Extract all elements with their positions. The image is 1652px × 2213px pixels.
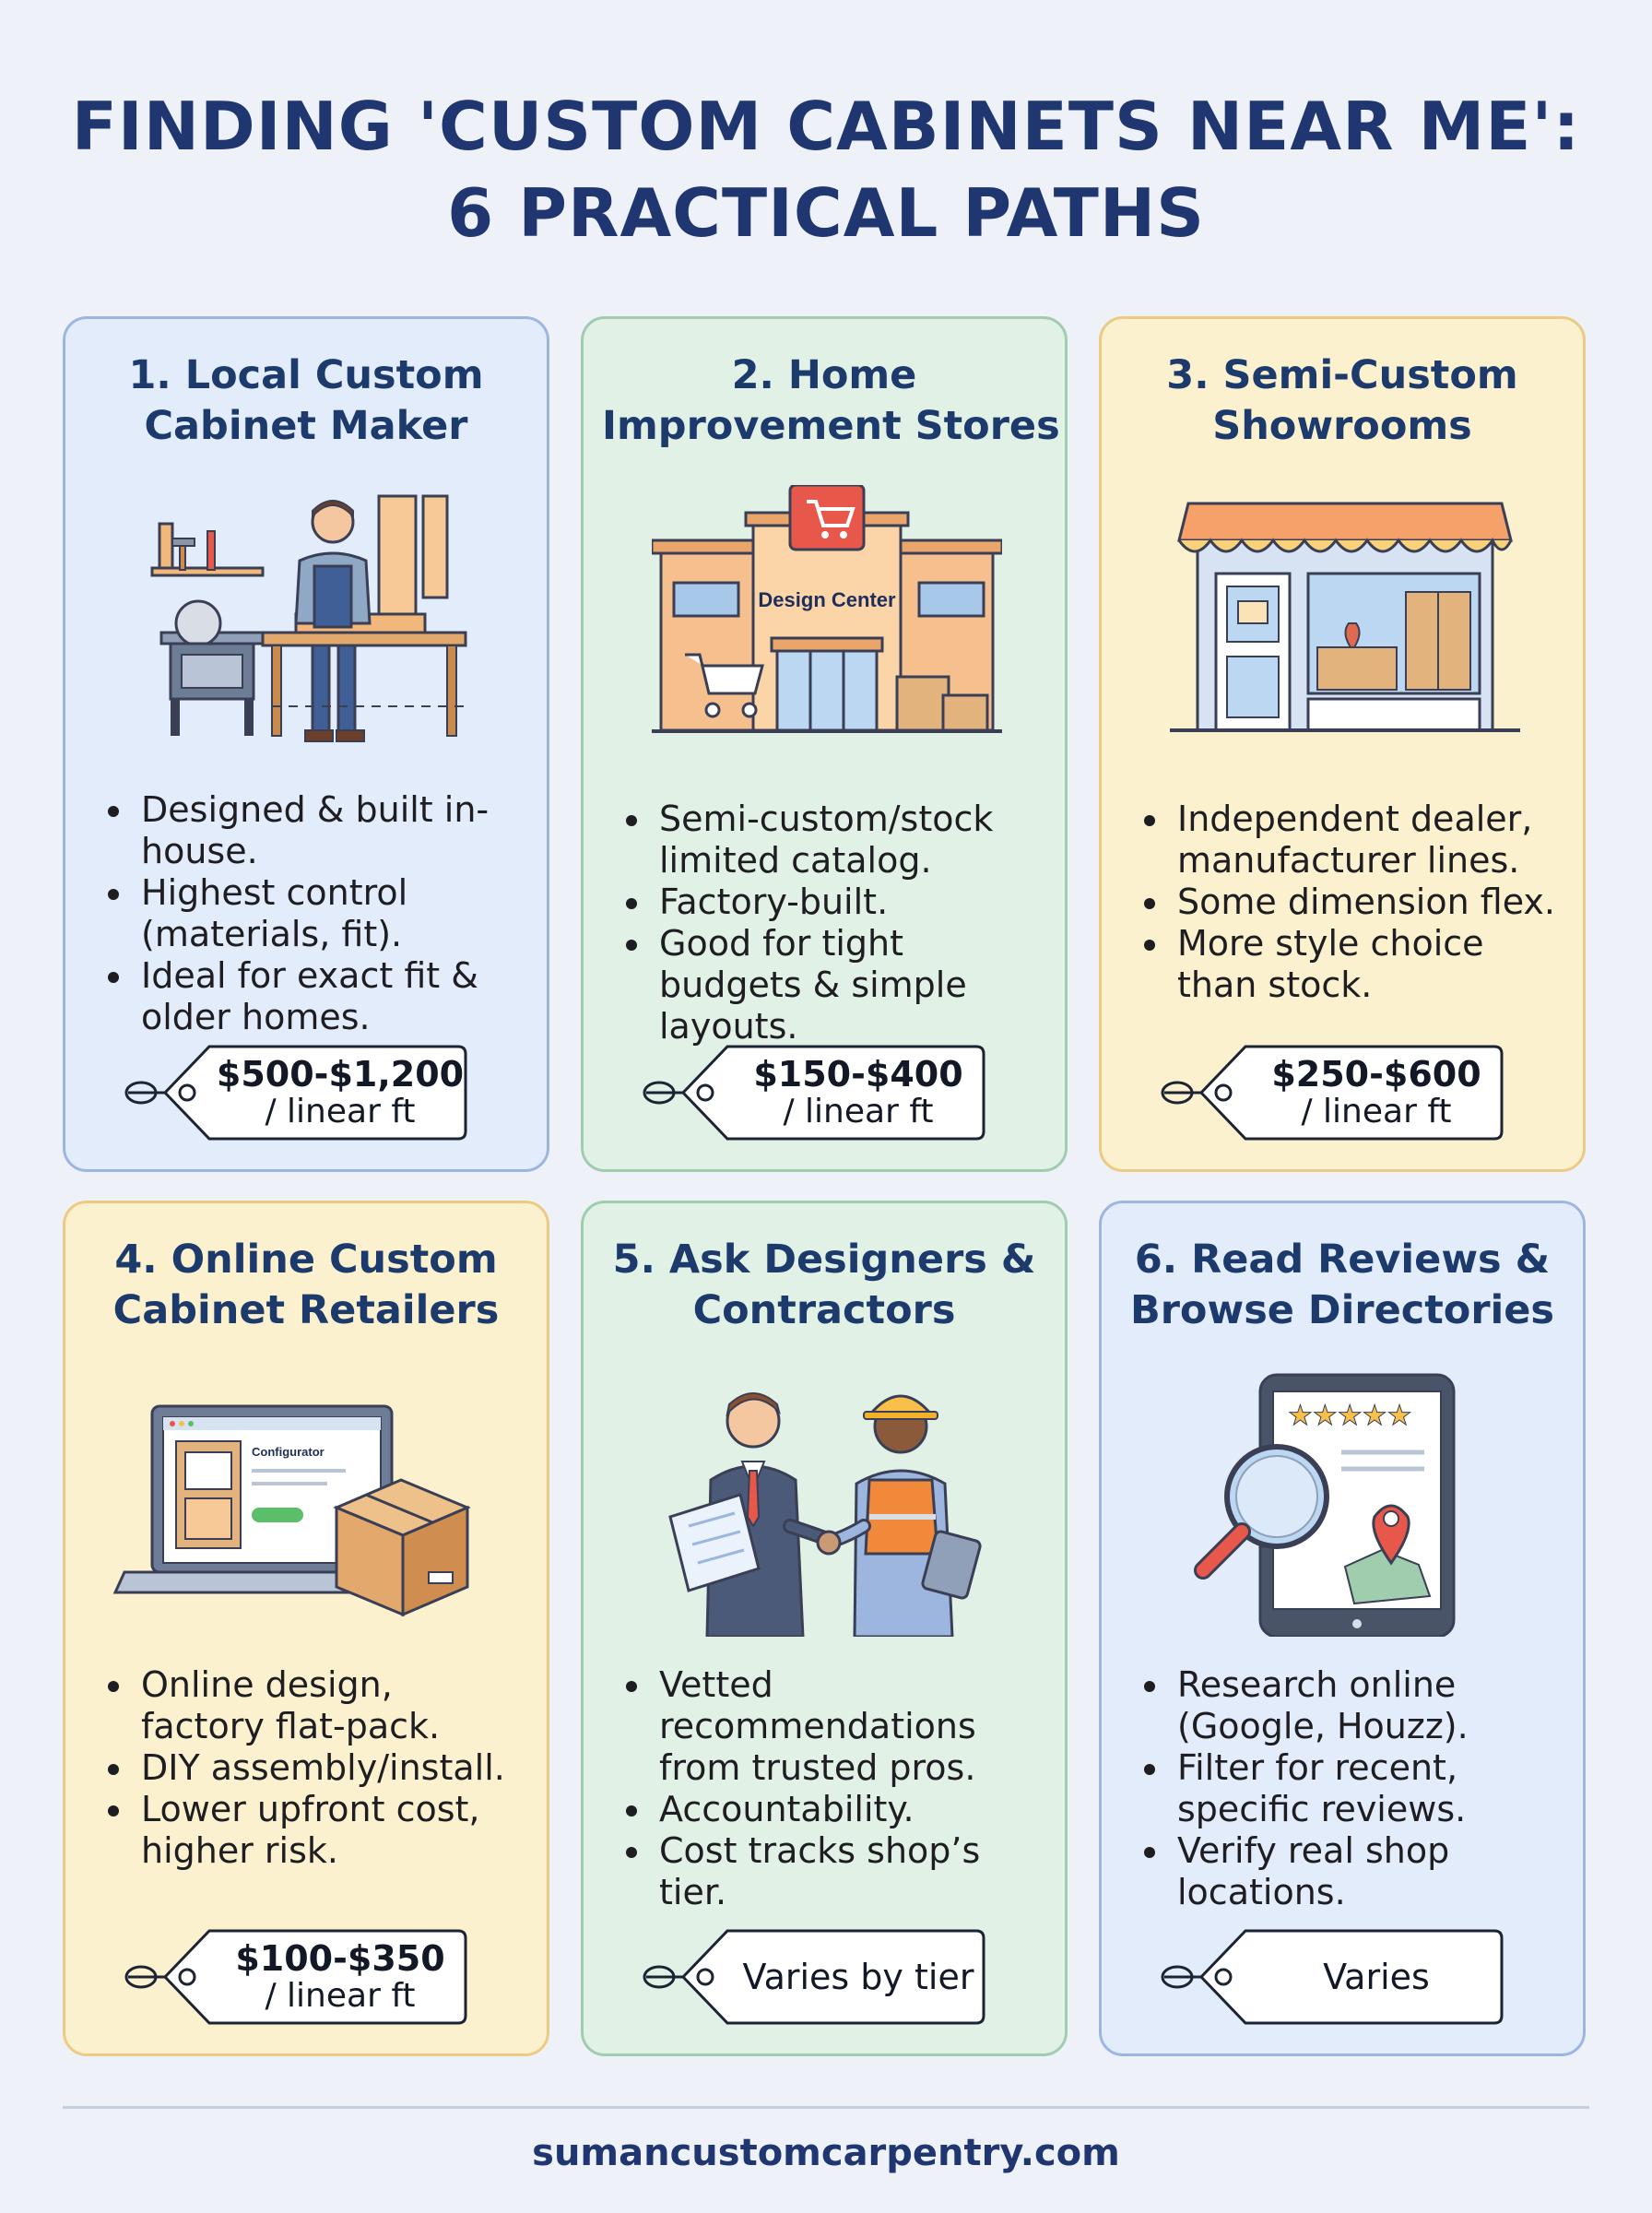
bullet-list: Online design, factory flat-pack. DIY as… xyxy=(104,1664,525,1872)
list-item: Filter for recent, specific reviews. xyxy=(1140,1747,1561,1830)
page-title: FINDING 'CUSTOM CABINETS NEAR ME': 6 PRA… xyxy=(71,88,1581,252)
list-item: Some dimension flex. xyxy=(1140,882,1561,923)
list-item: Lower upfront cost, higher risk. xyxy=(104,1789,525,1872)
price-value: $100-$350 xyxy=(235,1938,445,1979)
list-item: Research online (Google, Houzz). xyxy=(1140,1664,1561,1747)
tablet-reviews-icon: ★★★★★ xyxy=(1194,1373,1456,1637)
list-item: Vetted recommendations from trusted pros… xyxy=(622,1664,1043,1789)
bullet-list: Designed & built in-house. Highest contr… xyxy=(104,789,525,1038)
price-value: $150-$400 xyxy=(753,1054,963,1095)
bullet-list: Vetted recommendations from trusted pros… xyxy=(622,1664,1043,1913)
list-item: Designed & built in-house. xyxy=(104,789,525,872)
handshake-icon xyxy=(668,1392,982,1637)
bullet-list: Semi-custom/stock limited catalog. Facto… xyxy=(622,799,1043,1047)
configurator-label: Configurator xyxy=(252,1445,324,1459)
price-tag: $250-$600 / linear ft xyxy=(1157,1043,1507,1142)
card-reviews-directories: 6. Read Reviews & Browse Directories ★★★… xyxy=(1099,1201,1586,2056)
price-tag-icon xyxy=(124,1045,467,1141)
card-designers-contractors: 5. Ask Designers & Contractors Vetted re… xyxy=(581,1201,1068,2056)
price-unit: / linear ft xyxy=(265,1093,416,1130)
price-tag-icon xyxy=(643,1045,985,1141)
list-item: DIY assembly/install. xyxy=(104,1747,525,1789)
star-rating-icon: ★★★★★ xyxy=(1288,1400,1411,1432)
price-unit: / linear ft xyxy=(783,1093,934,1130)
price-value: $250-$600 xyxy=(1271,1054,1481,1095)
footer-url[interactable]: sumancustomcarpentry.com xyxy=(532,2132,1120,2174)
list-item: Semi-custom/stock limited catalog. xyxy=(622,799,1043,882)
store-icon: Design Center xyxy=(652,485,1002,733)
footer-divider xyxy=(63,2106,1589,2109)
card-title: 3. Semi-Custom Showrooms xyxy=(1166,352,1518,449)
price-value: Varies by tier xyxy=(742,1957,974,1997)
list-item: Good for tight budgets & simple layouts. xyxy=(622,923,1043,1047)
list-item: More style choice than stock. xyxy=(1140,923,1561,1006)
store-sign: Design Center xyxy=(758,588,896,611)
list-item: Accountability. xyxy=(622,1789,1043,1830)
card-title: 1. Local Custom Cabinet Maker xyxy=(128,352,484,449)
showroom-icon xyxy=(1170,502,1520,732)
list-item: Highest control (materials, fit). xyxy=(104,872,525,955)
price-unit: / linear ft xyxy=(1301,1093,1452,1130)
price-tag: Varies xyxy=(1157,1927,1507,2027)
price-tag: Varies by tier xyxy=(639,1927,989,2027)
woodworker-icon xyxy=(150,494,467,742)
card-title: 5. Ask Designers & Contractors xyxy=(612,1237,1036,1333)
price-value: Varies xyxy=(1323,1957,1430,1997)
price-tag: $500-$1,200 / linear ft xyxy=(121,1043,471,1142)
card-title: 6. Read Reviews & Browse Directories xyxy=(1129,1237,1555,1333)
price-tag: $150-$400 / linear ft xyxy=(639,1043,989,1142)
card-home-improvement-stores: 2. Home Improvement Stores Design Center… xyxy=(581,316,1068,1172)
card-title: 2. Home Improvement Stores xyxy=(602,352,1060,449)
price-tag-icon xyxy=(643,1929,985,2025)
list-item: Verify real shop locations. xyxy=(1140,1830,1561,1913)
price-tag: $100-$350 / linear ft xyxy=(121,1927,471,2027)
card-online-retailers: 4. Online Custom Cabinet Retailers Confi… xyxy=(63,1201,549,2056)
list-item: Cost tracks shop’s tier. xyxy=(622,1830,1043,1913)
card-local-cabinet-maker: 1. Local Custom Cabinet Maker xyxy=(63,316,549,1172)
card-title: 4. Online Custom Cabinet Retailers xyxy=(112,1237,500,1333)
list-item: Independent dealer, manufacturer lines. xyxy=(1140,799,1561,882)
list-item: Online design, factory flat-pack. xyxy=(104,1664,525,1747)
price-tag-icon xyxy=(1161,1929,1504,2025)
list-item: Factory-built. xyxy=(622,882,1043,923)
price-tag-icon xyxy=(124,1929,467,2025)
price-value: $500-$1,200 xyxy=(216,1054,465,1095)
list-item: Ideal for exact fit & older homes. xyxy=(104,955,525,1038)
laptop-box-icon: Configurator xyxy=(112,1404,471,1617)
bullet-list: Research online (Google, Houzz). Filter … xyxy=(1140,1664,1561,1913)
card-semi-custom-showrooms: 3. Semi-Custom Showrooms Independent dea… xyxy=(1099,316,1586,1172)
price-tag-icon xyxy=(1161,1045,1504,1141)
price-unit: / linear ft xyxy=(265,1977,416,2015)
bullet-list: Independent dealer, manufacturer lines. … xyxy=(1140,799,1561,1006)
